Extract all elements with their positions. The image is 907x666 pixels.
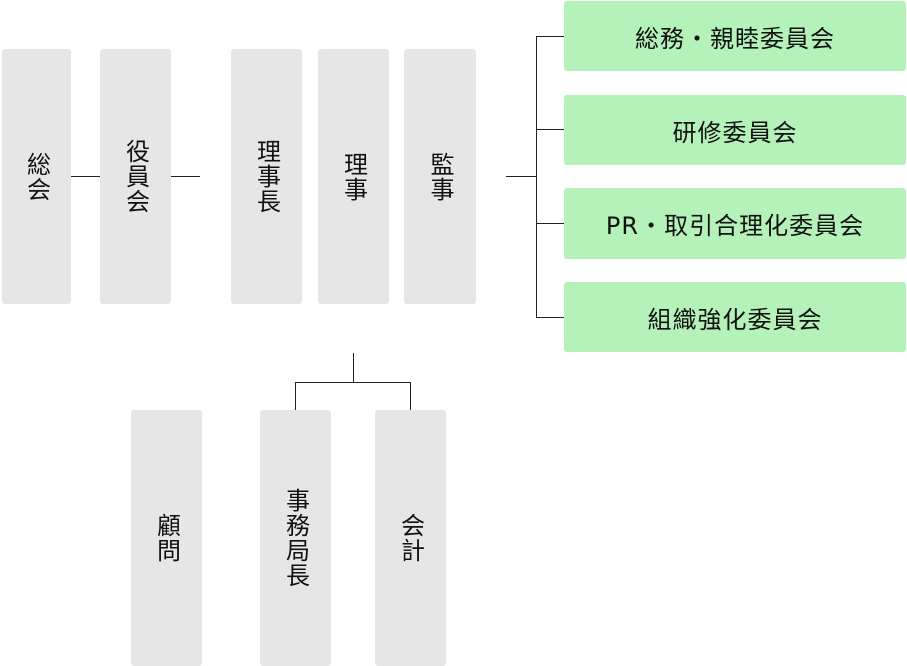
label-rijicho: 理事長	[252, 139, 281, 214]
box-yakuinkai: 役員会	[100, 49, 171, 304]
committee-box-1: 総務・親睦委員会	[564, 1, 906, 71]
committee-box-3: PR・取引合理化委員会	[564, 188, 906, 259]
label-sokai: 総会	[22, 151, 51, 202]
committee-label-3: PR・取引合理化委員会	[605, 212, 865, 240]
label-komon: 顧問	[152, 513, 181, 563]
box-kaikei: 会計	[375, 410, 446, 666]
committee-label-4: 組織強化委員会	[647, 305, 823, 334]
committee-box-4: 組織強化委員会	[564, 282, 906, 352]
box-jimukyokucho: 事務局長	[260, 410, 331, 666]
committee-label-2: 研修委員会	[672, 118, 798, 147]
box-riji: 理事	[318, 49, 389, 304]
label-yakuinkai: 役員会	[121, 139, 150, 214]
committee-box-2: 研修委員会	[564, 95, 906, 165]
box-sokai: 総会	[2, 49, 71, 304]
label-kaikei: 会計	[396, 513, 425, 563]
label-riji: 理事	[339, 151, 368, 202]
box-kanji: 監事	[404, 49, 476, 304]
label-jimukyokucho: 事務局長	[281, 488, 310, 588]
box-komon: 顧問	[131, 410, 202, 666]
label-kanji: 監事	[426, 151, 454, 202]
box-rijicho: 理事長	[231, 49, 302, 304]
committee-label-1: 総務・親睦委員会	[635, 24, 835, 53]
